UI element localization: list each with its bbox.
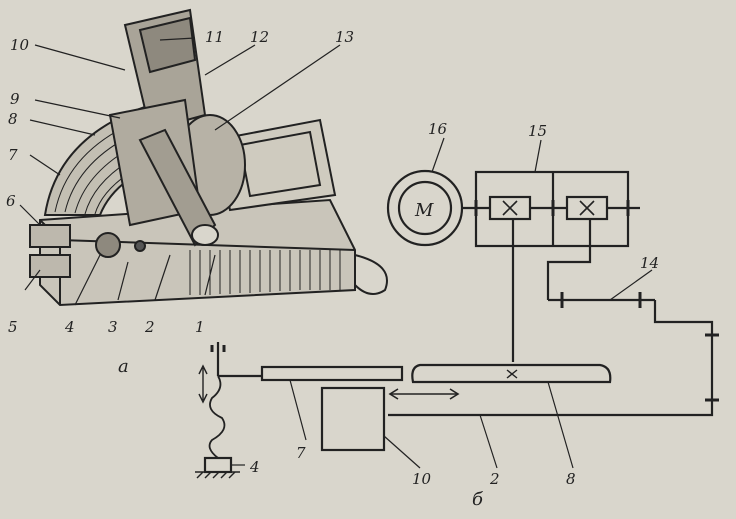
drawing-a-callouts: 1 2 3 4 5 6 7 8 9 10 11 12 13 (6, 28, 354, 336)
callout-a-1: 1 (195, 318, 205, 336)
bearings (474, 200, 630, 216)
scheme-b-leaders (232, 137, 653, 469)
callout-b-8: 8 (566, 470, 576, 488)
callout-a-12: 12 (250, 28, 269, 46)
gear-pair-right (565, 195, 609, 221)
clamp-ground (195, 471, 240, 479)
callout-a-6: 6 (6, 192, 16, 210)
output-shaft (546, 219, 592, 300)
callout-b-10: 10 (412, 470, 432, 488)
lever-knob (191, 224, 219, 246)
callout-b-14: 14 (640, 254, 659, 272)
callout-a-3: 3 (108, 318, 118, 336)
callout-b-7: 7 (296, 444, 306, 462)
callout-a-10: 10 (10, 36, 30, 54)
callout-a-13: 13 (335, 28, 354, 46)
spring (208, 375, 226, 459)
callout-a-4: 4 (64, 318, 75, 336)
callout-a-7: 7 (8, 146, 18, 164)
gear-pair-left (488, 195, 532, 221)
drawing-a-leaders (19, 37, 341, 306)
part-a-label: а (118, 356, 129, 377)
callout-a-2: 2 (144, 318, 155, 336)
kinematic-scheme (195, 169, 719, 479)
arrow-v-up (198, 364, 208, 375)
callout-a-11: 11 (205, 28, 224, 46)
table-inset (238, 130, 322, 198)
cable (354, 254, 388, 295)
base-hatching (189, 250, 341, 295)
linkage-bearings (705, 333, 719, 402)
callout-b-2: 2 (489, 470, 500, 488)
table-cross-b (506, 369, 518, 379)
arrow-h-right (449, 388, 460, 400)
callout-a-9: 9 (10, 90, 20, 108)
slide-block-upper (29, 224, 71, 248)
work-table (411, 363, 612, 384)
carriage (320, 386, 386, 452)
callout-a-8: 8 (8, 110, 18, 128)
arrow-v-down (198, 393, 208, 404)
column-window (138, 16, 197, 74)
motor-symbol: M (414, 200, 434, 221)
lever (138, 128, 217, 247)
shaft-14-bearings (560, 292, 642, 308)
callout-b-15: 15 (528, 122, 547, 140)
slide-block-lower (29, 254, 71, 278)
spindle-bearing (210, 345, 226, 352)
callout-b-16: 16 (428, 120, 448, 138)
callout-a-5: 5 (8, 318, 18, 336)
part-b-label: б (472, 489, 484, 510)
base-body (39, 198, 356, 307)
callout-b-4: 4 (249, 458, 260, 476)
scheme-b-callouts: 16 15 14 4 7 10 2 8 (249, 120, 659, 488)
arrow-h-left (388, 388, 399, 400)
motor-inner (397, 180, 453, 236)
screw (134, 240, 146, 252)
hand-wheel (95, 232, 121, 258)
feed-linkage (388, 300, 714, 417)
machine-drawing (29, 8, 388, 307)
holder-bar (260, 365, 404, 382)
